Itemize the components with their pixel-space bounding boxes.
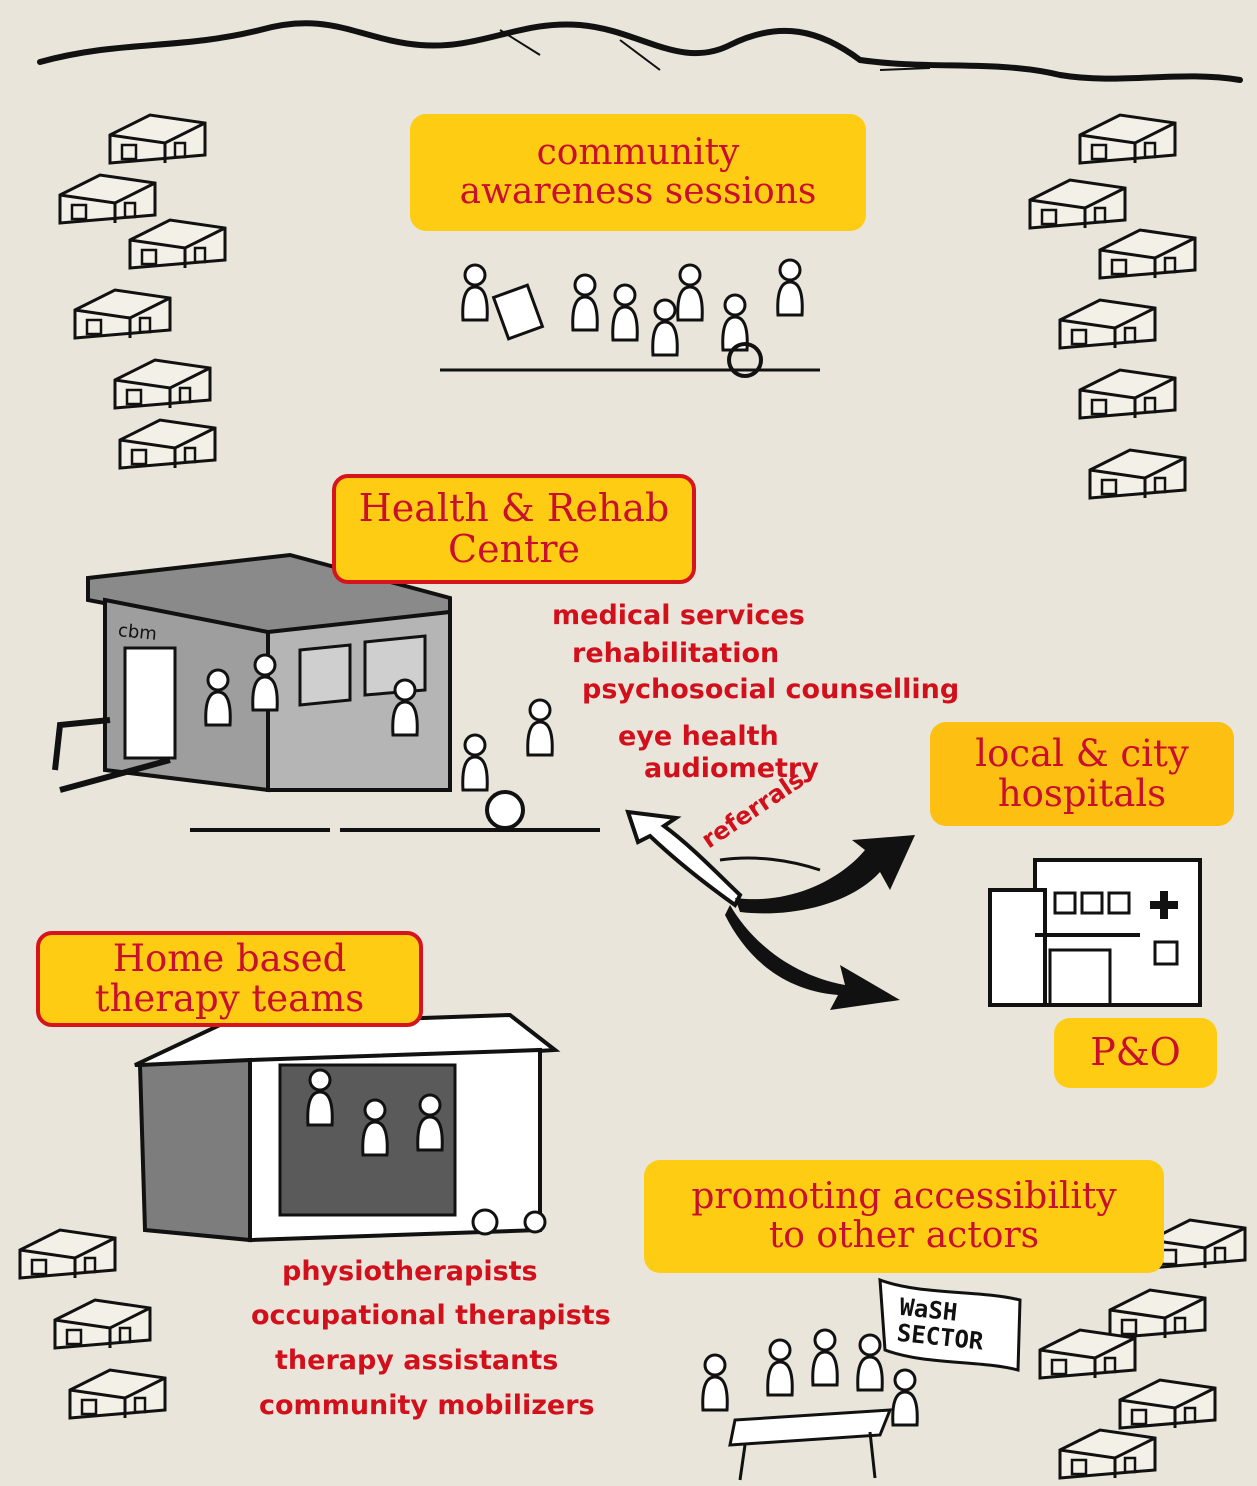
hospitals-box: local & city hospitals: [930, 722, 1234, 826]
home-based-line1: Home based: [112, 937, 347, 981]
community-awareness-line1: community: [536, 131, 740, 173]
accessibility-box: promoting accessibility to other actors: [644, 1160, 1164, 1273]
home-based-therapy-box: Home based therapy teams: [36, 931, 423, 1027]
community-group-icon: [440, 258, 820, 378]
health-rehab-centre-box: Health & Rehab Centre: [332, 474, 696, 584]
role-therapy-assistants: therapy assistants: [275, 1345, 559, 1376]
health-rehab-line1: Health & Rehab: [358, 485, 670, 530]
role-community-mobilizers: community mobilizers: [259, 1390, 595, 1421]
p-and-o-label: P&O: [1090, 1030, 1181, 1075]
community-awareness-line2: awareness sessions: [459, 170, 817, 212]
role-occupational-therapists: occupational therapists: [251, 1300, 611, 1331]
role-physiotherapists: physiotherapists: [282, 1256, 538, 1287]
service-audiometry: audiometry: [644, 753, 819, 784]
accessibility-line2: to other actors: [768, 1214, 1040, 1256]
village-houses-top-left-icon: [58, 113, 227, 470]
service-psychosocial: psychosocial counselling: [582, 674, 960, 705]
service-medical: medical services: [552, 600, 805, 631]
building-sign-cbm: cbm: [117, 620, 158, 645]
village-houses-top-right-icon: [1028, 113, 1197, 500]
accessibility-line1: promoting accessibility: [691, 1175, 1117, 1217]
home-based-line2: therapy teams: [94, 977, 365, 1020]
mountain-ridge-icon: [37, 20, 1243, 83]
hospital-building-icon: [988, 858, 1202, 1007]
home-shelter-icon: [134, 1012, 561, 1243]
service-eye-health: eye health: [618, 721, 779, 752]
community-awareness-box: community awareness sessions: [410, 114, 866, 231]
village-houses-bottom-left-icon: [18, 1228, 167, 1420]
hospitals-line2: hospitals: [997, 772, 1167, 815]
referral-arrows-icon: [625, 809, 915, 1010]
health-centre-building-icon: [52, 552, 600, 832]
p-and-o-box: P&O: [1054, 1018, 1217, 1088]
meeting-table-icon: [701, 1277, 1022, 1481]
hospitals-line1: local & city: [975, 732, 1189, 776]
service-rehabilitation: rehabilitation: [572, 638, 780, 669]
health-rehab-line2: Centre: [448, 527, 580, 571]
